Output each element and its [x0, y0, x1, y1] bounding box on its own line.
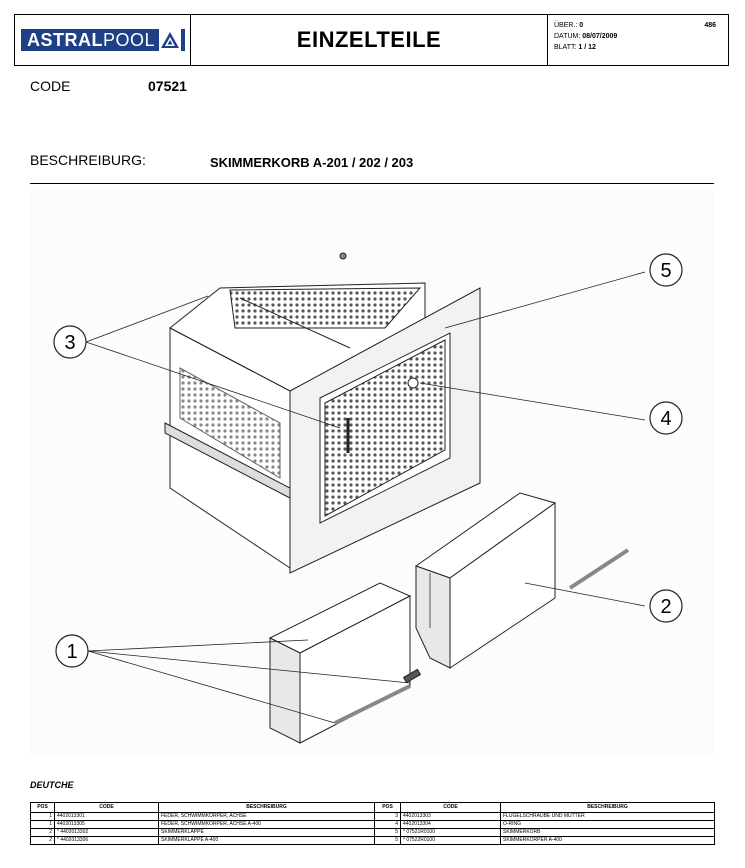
table-header-row: POS CODE BESCHREIBURG POS CODE BESCHREIB… [30, 802, 715, 813]
table-cell: FEDER, SCHWIMMKÖRPER, ACHSE A-400 [158, 820, 375, 829]
document-title: EINZELTEILE [191, 15, 548, 65]
callout-2: 2 [649, 589, 683, 623]
brand-logo: ASTRAL POOL [21, 29, 186, 51]
table-cell: 1 [30, 812, 55, 821]
logo-text-bold: ASTRAL [27, 29, 103, 50]
date-line: DATUM: 08/07/2009 [554, 33, 618, 40]
table-cell: * 07521R0100 [400, 828, 501, 837]
float-body [268, 582, 422, 744]
column-header-pos: POS [30, 802, 55, 813]
svg-text:5: 5 [660, 260, 671, 282]
table-cell: 4402013304 [400, 820, 501, 829]
column-header-description: BESCHREIBURG [500, 802, 715, 813]
callout-5: 5 [649, 253, 683, 287]
table-cell: O-RING [500, 820, 715, 829]
code-label: CODE [30, 78, 71, 94]
table-cell: 4402013301 [54, 812, 159, 821]
table-cell: 4 [374, 820, 401, 829]
sheet-line: BLATT: 1 / 12 [554, 44, 596, 51]
table-cell: SKIMMERKLAPPE A-400 [158, 836, 375, 845]
column-header-code: CODE [400, 802, 501, 813]
exploded-parts-drawing: 1 2 3 4 5 [30, 188, 714, 758]
divider [30, 183, 714, 184]
page-number: 486 [704, 22, 716, 29]
svg-text:4: 4 [660, 408, 671, 430]
code-value: 07521 [148, 78, 187, 94]
table-cell: SKIMMERKORB [500, 828, 715, 837]
table-cell: 2 [30, 828, 55, 837]
logo-text-light: POOL [103, 29, 156, 50]
column-header-code: CODE [54, 802, 159, 813]
parts-table: POS CODE BESCHREIBURG POS CODE BESCHREIB… [30, 802, 715, 845]
callout-leaders [85, 271, 646, 724]
callout-1: 1 [55, 634, 89, 668]
svg-text:2: 2 [660, 596, 671, 618]
skimmer-basket [164, 252, 481, 574]
table-cell: 4402013305 [54, 820, 159, 829]
logo-triangle-icon [159, 29, 182, 51]
svg-text:1: 1 [66, 641, 77, 663]
table-cell: 5 [374, 836, 401, 845]
description-label: BESCHREIBURG: [30, 152, 146, 168]
table-cell: 3 [374, 812, 401, 821]
description-value: SKIMMERKORB A-201 / 202 / 203 [210, 155, 414, 170]
table-cell: SKIMMERKLAPPE [158, 828, 375, 837]
table-cell: 2 [30, 836, 55, 845]
table-row: 1 4402013305 FEDER, SCHWIMMKÖRPER, ACHSE… [30, 820, 715, 829]
table-cell: 1 [30, 820, 55, 829]
svg-text:3: 3 [64, 332, 75, 354]
table-cell: SKIMMERKÖRPER A-400 [500, 836, 715, 845]
language-section-label: DEUTCHE [30, 780, 74, 790]
column-header-pos: POS [374, 802, 401, 813]
skimmer-flap [414, 492, 630, 669]
table-cell: 4402013303 [400, 812, 501, 821]
callout-3: 3 [53, 325, 87, 359]
table-cell: FEDER, SCHWIMMKÖRPER, ACHSE [158, 812, 375, 821]
document-header: ASTRAL POOL EINZELTEILE ÜBER.: 0 486 DAT… [14, 14, 729, 66]
table-cell: * 07522R0100 [400, 836, 501, 845]
table-cell: 5 [374, 828, 401, 837]
revision-line: ÜBER.: 0 [554, 22, 584, 29]
table-cell: * 4402013306 [54, 836, 159, 845]
table-row: 2 * 4402013306 SKIMMERKLAPPE A-400 5 * 0… [30, 836, 715, 845]
document-meta: ÜBER.: 0 486 DATUM: 08/07/2009 BLATT: 1 … [548, 15, 728, 65]
callout-4: 4 [649, 401, 683, 435]
table-cell: FLÜGELSCHRAUBE UND MUTTER [500, 812, 715, 821]
table-row: 1 4402013301 FEDER, SCHWIMMKÖRPER, ACHSE… [30, 812, 715, 821]
column-header-description: BESCHREIBURG [158, 802, 375, 813]
table-row: 2 * 4402013302 SKIMMERKLAPPE 5 * 07521R0… [30, 828, 715, 837]
brand-logo-cell: ASTRAL POOL [15, 15, 191, 65]
table-cell: * 4402013302 [54, 828, 159, 837]
